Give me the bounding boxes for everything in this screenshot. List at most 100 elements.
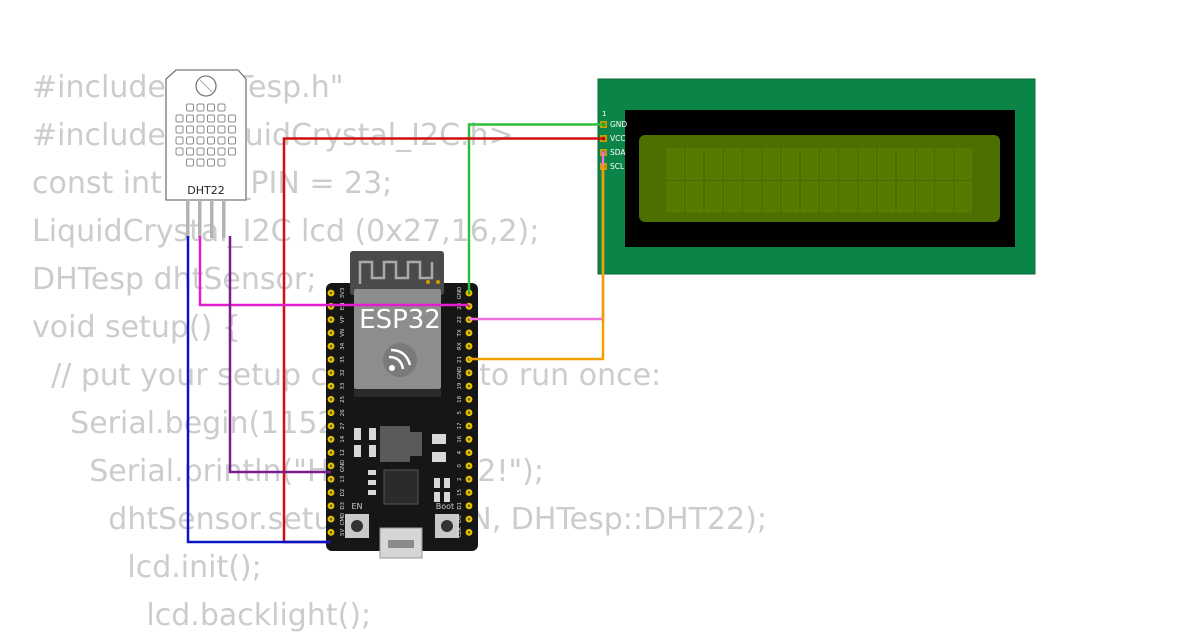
wire-vcc-blue[interactable] [186, 236, 331, 544]
lcd-char-cells [666, 148, 972, 213]
vent-slot [196, 136, 205, 145]
esp32-pin-35[interactable]: 35 [327, 356, 346, 363]
dht-pin [210, 200, 214, 238]
esp32-pin-5v[interactable]: 5V [327, 529, 346, 536]
esp32-pin-25[interactable]: 25 [327, 395, 346, 403]
vent-slot [217, 158, 226, 167]
esp32-pin-27[interactable]: 27 [327, 422, 346, 430]
esp32-pin-label: 35 [340, 356, 346, 363]
esp32-pin-14[interactable]: 14 [327, 435, 346, 443]
dht-pin [198, 200, 202, 238]
esp32-pin-rx[interactable]: RX [457, 342, 473, 350]
dht-pin [186, 200, 190, 238]
code-line: LiquidCrystal_I2C lcd (0x27,16,2); [32, 214, 540, 249]
esp32-pin-0[interactable]: 0 [457, 462, 473, 470]
esp32-pin-d0[interactable]: D0 [457, 515, 473, 523]
esp32-pin-18[interactable]: 18 [457, 395, 473, 403]
lcd-char-cell [724, 148, 742, 180]
lcd-pin-label: VCC [610, 134, 626, 143]
esp32-devkit[interactable]: ESP32 EN Boo [326, 251, 478, 559]
vent-slot [186, 158, 194, 167]
esp32-pin-26[interactable]: 26 [327, 409, 346, 416]
vent-slot [196, 158, 205, 167]
esp32-pin-d3[interactable]: D3 [327, 501, 346, 510]
esp32-pin-cmd[interactable]: CMD [327, 513, 346, 526]
vent-slot [217, 114, 226, 123]
lcd-char-cell [705, 181, 723, 213]
en-button[interactable]: EN [345, 502, 369, 538]
esp32-pin-label: 12 [340, 449, 346, 456]
vent-slot [175, 114, 184, 123]
lcd-char-cell [897, 148, 915, 180]
esp32-pin-13[interactable]: 13 [327, 475, 346, 483]
lcd-char-cell [685, 148, 704, 180]
esp32-pin-vp[interactable]: VP [327, 315, 346, 323]
esp32-pin-label: 0 [457, 464, 463, 468]
esp32-pin-5[interactable]: 5 [457, 409, 473, 417]
lcd-char-cell [762, 181, 780, 213]
code-line: DHTesp dhtSensor; [32, 262, 317, 297]
lcd1602-i2c[interactable]: 1 GND VCC SDA SCL [597, 78, 1036, 275]
esp32-pin-gnd[interactable]: GND [327, 460, 346, 473]
esp32-pin-label: 27 [340, 422, 346, 429]
esp32-pin-label: 18 [457, 395, 463, 402]
esp32-pin-gnd[interactable]: GND [457, 366, 473, 379]
esp32-pin-tx[interactable]: TX [457, 329, 473, 337]
esp32-pin-label: 15 [457, 489, 463, 496]
esp32-pin-16[interactable]: 16 [457, 435, 473, 443]
esp32-pin-vn[interactable]: VN [327, 329, 346, 337]
esp32-pin-d2[interactable]: D2 [327, 489, 346, 497]
esp32-pin-2[interactable]: 2 [457, 475, 473, 483]
esp32-pin-3v3[interactable]: 3V3 [327, 287, 346, 298]
vent-slot [196, 103, 205, 112]
esp32-pin-label: GND [340, 460, 346, 473]
esp32-pin-label: 26 [340, 409, 346, 416]
esp32-pin-d1[interactable]: D1 [457, 502, 473, 510]
wire-gnd-purple[interactable] [228, 236, 331, 474]
lcd-char-cell [916, 148, 934, 180]
dht22-sensor[interactable]: DHT22 [165, 69, 247, 238]
vent-slot [217, 103, 226, 112]
esp32-pin-15[interactable]: 15 [457, 489, 473, 496]
vent-slot [196, 125, 205, 134]
vent-slot [186, 147, 194, 156]
lcd-char-cell [781, 148, 800, 180]
lcd-char-cell [897, 181, 915, 213]
lcd-char-cell [801, 181, 819, 213]
vent-slot [207, 125, 215, 134]
lcd-char-cell [858, 148, 876, 180]
esp32-pin-12[interactable]: 12 [327, 449, 346, 456]
lcd-char-cell [877, 181, 896, 213]
wire-data-magenta[interactable] [198, 236, 469, 307]
esp32-pin-label: CMD [340, 513, 346, 526]
lcd-pin-label: SCL [610, 162, 625, 171]
vent-slot [186, 136, 194, 145]
esp32-pin-label: 2 [457, 477, 463, 481]
lcd-char-cell [954, 148, 972, 180]
esp32-pin-label: 17 [457, 422, 463, 429]
usb-chip [383, 469, 419, 505]
vent-slot [217, 136, 226, 145]
esp32-pin-33[interactable]: 33 [327, 382, 346, 390]
esp32-pin-label: EN [340, 303, 346, 311]
esp32-pin-32[interactable]: 32 [327, 369, 346, 376]
lcd-char-cell [877, 148, 896, 180]
lcd-char-cell [762, 148, 780, 180]
boot-button[interactable]: Boot [435, 502, 459, 538]
esp32-pin-17[interactable]: 17 [457, 422, 473, 430]
wire-sda-pink[interactable] [469, 151, 605, 321]
esp32-pin-19[interactable]: 19 [457, 382, 473, 390]
wires [186, 123, 605, 544]
wire-gnd-green[interactable] [467, 123, 605, 294]
wire-scl-orange[interactable] [469, 165, 605, 361]
esp32-pin-clk[interactable]: CLK [457, 527, 473, 538]
esp32-pin-label: 4 [457, 450, 463, 454]
micro-usb-port[interactable] [379, 527, 423, 559]
voltage-regulator [380, 426, 410, 462]
vent-slot [228, 136, 236, 145]
esp32-pin-34[interactable]: 34 [327, 342, 346, 350]
vent-slot [228, 114, 236, 123]
lcd-char-cell [935, 181, 953, 213]
esp32-pin-4[interactable]: 4 [457, 449, 473, 456]
